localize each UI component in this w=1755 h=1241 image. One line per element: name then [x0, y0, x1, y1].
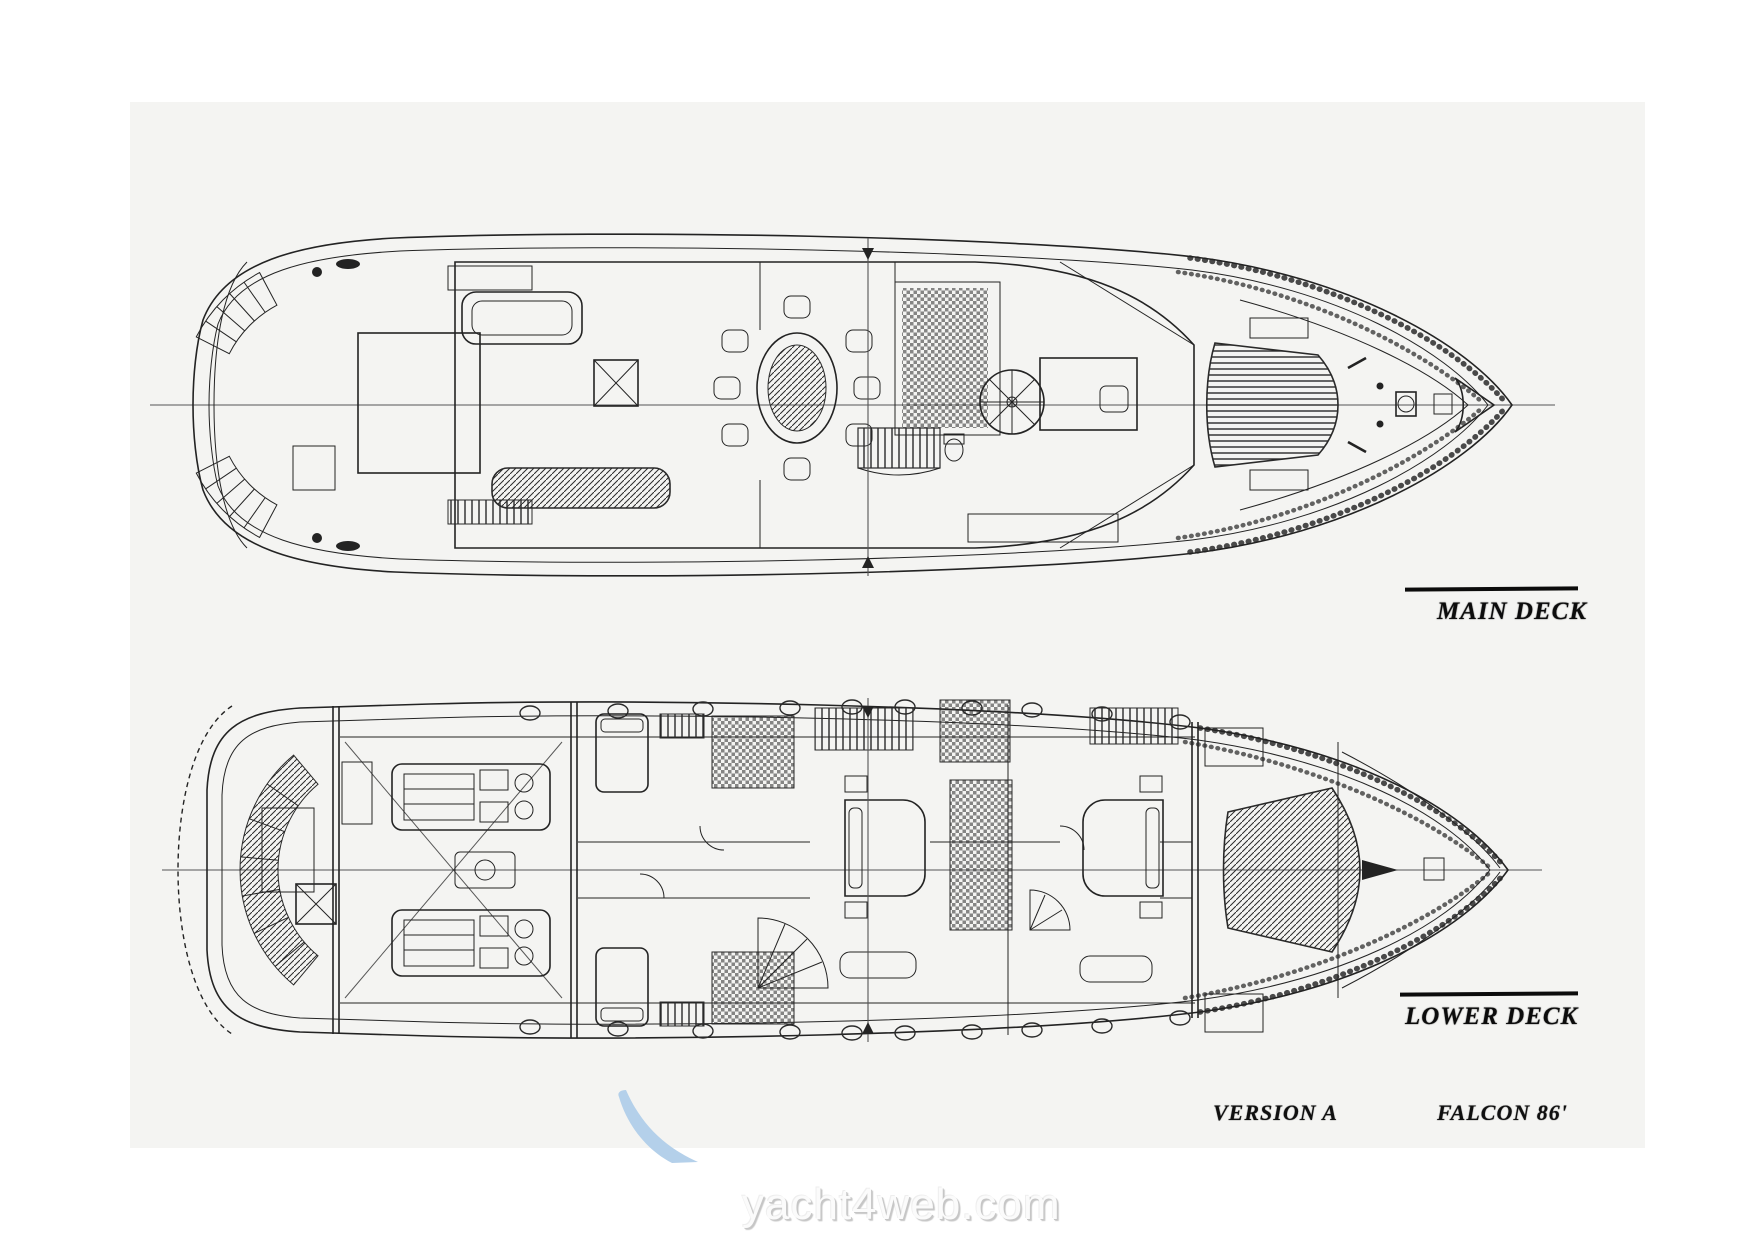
lower-deck-plan: [162, 698, 1542, 1042]
vip-sofa: [1079, 955, 1153, 983]
main-inner-sheer: [208, 247, 1489, 563]
stern-stairs-port: [195, 271, 278, 355]
master-bed: [844, 799, 926, 897]
master-pillows: [848, 807, 863, 889]
engine-starboard: [391, 909, 551, 977]
lower-section-marker: [862, 698, 874, 1042]
main-section-marker: [862, 238, 874, 576]
sunpad-backrest-starboard: [1249, 469, 1309, 491]
vip-nightstand-starboard: [1139, 901, 1163, 919]
lower-inner-sheer: [221, 715, 1491, 1025]
foredeck-sunpad: [1205, 342, 1339, 468]
helm-console: [1039, 357, 1138, 431]
crew-v-berth: [1222, 787, 1361, 953]
bow-dot-starboard: [1376, 420, 1384, 428]
vip-pillows: [1145, 807, 1160, 889]
master-cabin: [814, 707, 926, 979]
engine-room-panel: [341, 761, 373, 825]
bow-dot-port: [1376, 382, 1384, 390]
stern-dot-starboard: [312, 533, 322, 543]
side-deck-step-port: [447, 265, 533, 291]
galley-counter: [894, 281, 1001, 436]
version-label: VERSION A: [1213, 1100, 1338, 1125]
vip-cabin: [1059, 707, 1179, 983]
berth-tip: [1362, 860, 1398, 880]
model-label: FALCON 86': [1437, 1100, 1568, 1125]
galley-floor: [902, 288, 988, 428]
main-hull-outline: [192, 233, 1513, 577]
stern-cleat-starboard: [336, 541, 360, 551]
guest-cabin-starboard: [595, 947, 795, 1027]
master-sofa: [839, 951, 917, 979]
vip-nightstand-port: [1139, 775, 1163, 793]
transom-stairs: [239, 754, 319, 986]
master-nightstand-starboard: [844, 901, 868, 919]
master-nightstand-port: [844, 775, 868, 793]
swim-platform: [177, 705, 233, 1035]
bow-locker: [1423, 857, 1445, 881]
vip-wardrobe: [1089, 707, 1179, 745]
salon-sofa-port: [461, 291, 583, 345]
sunpad-backrest-port: [1249, 317, 1309, 339]
aft-deck-table: [357, 332, 481, 474]
vip-door: [1059, 825, 1085, 851]
spiral-staircase: [979, 369, 1045, 435]
main-deck-label: MAIN DECK: [1437, 598, 1588, 625]
master-wardrobe: [814, 707, 914, 751]
windshield-port: [1059, 261, 1195, 346]
vip-bed: [1082, 799, 1164, 897]
stern-cleat-port: [336, 259, 360, 269]
side-deck-bulwark: [967, 513, 1119, 543]
stern-stairs-starboard: [195, 455, 278, 539]
companionway-stairs: [857, 427, 941, 476]
aft-deck-locker: [292, 445, 336, 491]
bow-rope-trim-main: [1175, 255, 1509, 555]
fuel-tank: [295, 883, 337, 925]
salon-sofa-starboard: [491, 467, 671, 509]
engine-room: [261, 741, 563, 999]
dining-table: [756, 332, 838, 444]
bow-bulwark: [1239, 299, 1469, 511]
crew-bunk-starboard: [1204, 993, 1264, 1033]
helm-seat: [1099, 385, 1129, 413]
main-transom-arc: [213, 261, 248, 549]
scan-area: [130, 102, 1645, 1148]
logo-swoosh-icon: [618, 1090, 698, 1163]
watermark-text: yacht4web.com: [742, 1180, 1061, 1229]
engine-port: [391, 763, 551, 831]
lower-spiral-stair-aft: [757, 917, 829, 989]
bow-dash-port: [1347, 356, 1367, 370]
day-head-toilet: [943, 433, 965, 462]
bathroom-floor-center: [949, 779, 1013, 931]
generator: [454, 851, 516, 889]
bow-rope-trim-lower: [1182, 725, 1507, 1015]
windshield-starboard: [1059, 464, 1195, 549]
stern-dot-port: [312, 267, 322, 277]
bathroom-floor-port: [939, 699, 1011, 763]
cabin-doors-aft: [639, 825, 725, 899]
lower-hull-outline: [206, 701, 1509, 1039]
lower-deck-label: LOWER DECK: [1405, 1003, 1579, 1030]
main-deck-plan: [150, 233, 1555, 577]
game-table: [593, 359, 639, 407]
guest-cabin-port: [595, 713, 795, 793]
lazarette-locker: [261, 807, 315, 893]
salon-sofa-port-cushion: [471, 300, 573, 336]
lower-spiral-stair-fwd: [1029, 889, 1071, 931]
bow-dash-starboard: [1347, 440, 1367, 454]
